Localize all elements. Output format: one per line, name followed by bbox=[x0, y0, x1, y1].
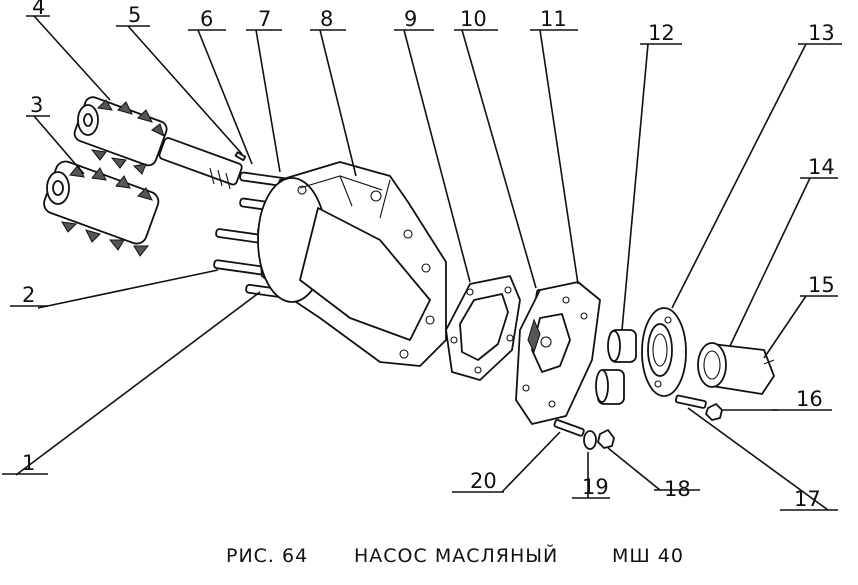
leader-lines bbox=[15, 15, 829, 511]
stud-part-20 bbox=[553, 419, 585, 437]
nut-part-16 bbox=[705, 403, 723, 421]
bushings-part-12 bbox=[595, 329, 637, 405]
label-7: 7 bbox=[258, 7, 271, 31]
label-10: 10 bbox=[460, 7, 487, 31]
caption-title: НАСОС МАСЛЯНЫЙ bbox=[354, 544, 558, 567]
label-20: 20 bbox=[470, 469, 497, 493]
label-17: 17 bbox=[794, 487, 821, 511]
label-16: 16 bbox=[796, 387, 823, 411]
label-4: 4 bbox=[32, 0, 45, 19]
pump-housing-part-8 bbox=[257, 161, 447, 367]
label-9: 9 bbox=[404, 7, 417, 31]
number-underlines bbox=[2, 15, 842, 511]
gasket-part-9 bbox=[445, 275, 521, 381]
label-19: 19 bbox=[582, 475, 609, 499]
label-1: 1 bbox=[22, 451, 35, 475]
label-8: 8 bbox=[320, 7, 333, 31]
label-14: 14 bbox=[808, 155, 835, 179]
gear-lower-part-3 bbox=[43, 160, 160, 257]
label-12: 12 bbox=[648, 21, 675, 45]
label-2: 2 bbox=[22, 283, 35, 307]
pin-part-5 bbox=[234, 151, 247, 162]
figure-caption: РИС. 64 НАСОС МАСЛЯНЫЙ МШ 40 bbox=[226, 544, 684, 567]
label-13: 13 bbox=[808, 21, 835, 45]
label-11: 11 bbox=[540, 7, 567, 31]
caption-model: МШ 40 bbox=[612, 545, 684, 567]
label-15: 15 bbox=[808, 273, 835, 297]
caption-figure-number: РИС. 64 bbox=[226, 545, 308, 567]
flange-part-13 bbox=[641, 307, 687, 397]
washer-part-19 bbox=[583, 430, 597, 450]
part-labels: 1 2 3 4 5 6 7 8 9 10 11 12 13 14 15 16 1… bbox=[22, 0, 835, 511]
label-6: 6 bbox=[200, 7, 213, 31]
stud-part-17 bbox=[674, 394, 707, 409]
nut-part-18 bbox=[597, 429, 615, 449]
label-5: 5 bbox=[128, 3, 141, 27]
gear-upper-part-4 bbox=[73, 96, 243, 190]
label-3: 3 bbox=[30, 93, 43, 117]
label-18: 18 bbox=[664, 477, 691, 501]
sleeve-part-14-15 bbox=[697, 342, 775, 395]
cover-plate-part-11 bbox=[515, 281, 601, 425]
